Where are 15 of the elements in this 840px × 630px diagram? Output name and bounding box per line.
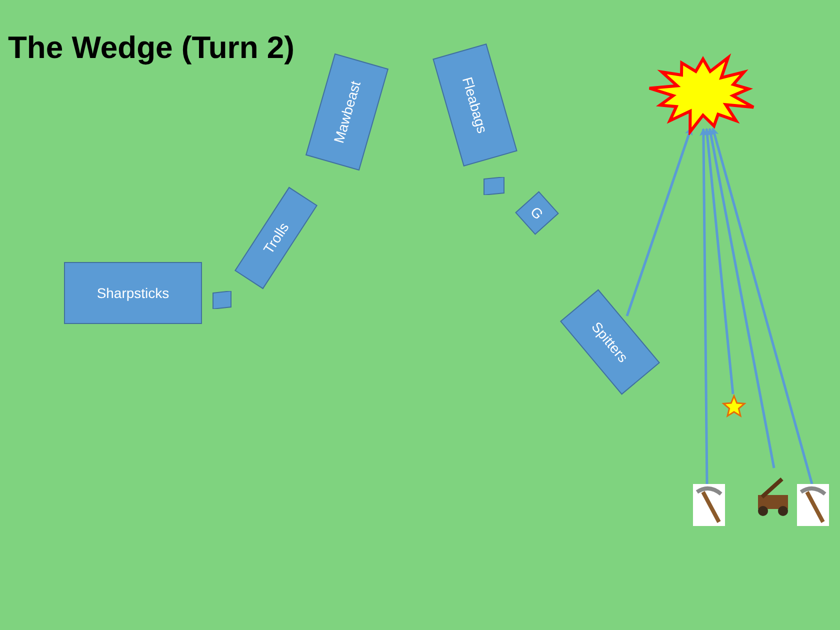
arrow: [703, 128, 734, 394]
pickaxe-icon: [797, 484, 829, 526]
unit-label: G: [527, 204, 547, 222]
arrow: [699, 128, 708, 484]
arrow: [626, 127, 693, 316]
arrow: [707, 128, 776, 468]
diagram-title: The Wedge (Turn 2): [8, 30, 294, 66]
arrow: [710, 127, 814, 484]
unit-label: Fleabags: [459, 75, 491, 135]
unit-label: Sharpsticks: [96, 285, 170, 301]
banner-marker: [483, 177, 505, 195]
unit-block: [64, 262, 202, 324]
star-icon: [721, 394, 747, 420]
banner-marker: [212, 291, 232, 309]
pickaxe-icon: [693, 484, 725, 526]
